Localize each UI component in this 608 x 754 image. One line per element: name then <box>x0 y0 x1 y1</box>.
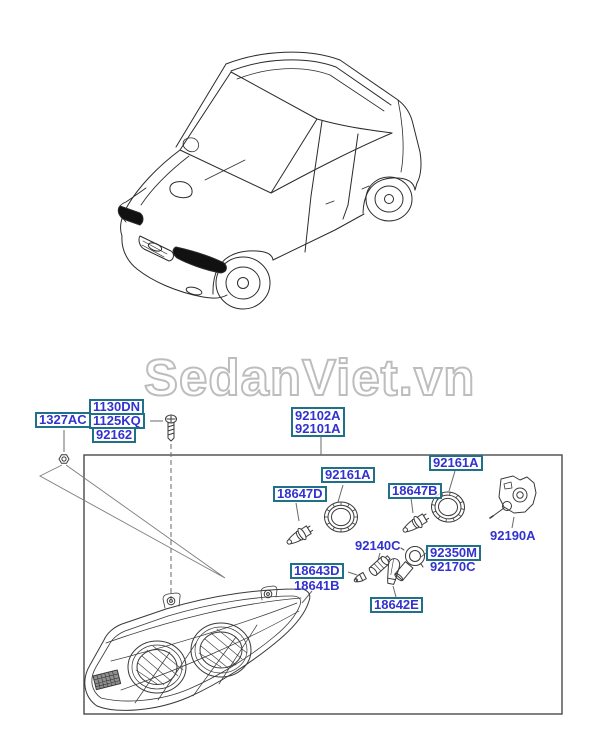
watermark: SedanViet.vn <box>143 348 476 407</box>
h7-bulb-right-icon <box>399 510 432 538</box>
headlamp-assembly-illustration <box>84 585 311 711</box>
part-link-1125KQ[interactable]: 1125KQ <box>89 413 145 429</box>
part-link-92102A-92101A[interactable]: 92102A 92101A <box>291 407 345 437</box>
highlighted-headlights <box>117 205 227 274</box>
h7-bulb-left-icon <box>283 522 316 550</box>
diagram-frame <box>83 454 563 715</box>
bolt-icon <box>165 414 177 442</box>
car-illustration <box>117 51 422 310</box>
dust-cap-left-icon <box>324 501 358 533</box>
small-bulb-18643d-icon <box>353 572 367 583</box>
leader-lines <box>39 420 515 604</box>
grille-icon <box>138 235 174 262</box>
nut-icon <box>58 454 70 464</box>
reflector-grid-texture <box>92 669 122 691</box>
part-link-92161A-left[interactable]: 92161A <box>321 467 375 483</box>
mounting-boss-icons <box>162 585 278 609</box>
bulb-socket-92140c-icon <box>368 555 391 576</box>
part-link-18643D[interactable]: 18643D <box>290 563 344 579</box>
part-link-92162[interactable]: 92162 <box>92 427 137 443</box>
part-number-92140C[interactable]: 92140C <box>355 538 401 553</box>
wedge-bulb-18642e-icon <box>387 558 401 585</box>
part-number-92102A[interactable]: 92102A <box>295 408 341 423</box>
part-number-18641B[interactable]: 18641B <box>294 578 340 593</box>
mirror-icon <box>169 137 199 199</box>
part-link-18642E[interactable]: 18642E <box>370 597 423 613</box>
part-link-1327AC[interactable]: 1327AC <box>35 412 91 428</box>
part-link-92350M[interactable]: 92350M <box>426 545 481 561</box>
part-number-92170C[interactable]: 92170C <box>430 559 476 574</box>
part-link-18647B[interactable]: 18647B <box>388 483 442 499</box>
part-number-92101A[interactable]: 92101A <box>295 421 341 436</box>
part-link-18647D[interactable]: 18647D <box>273 486 327 502</box>
headlamp-adjuster-92190a-icon <box>489 475 537 519</box>
part-number-92190A[interactable]: 92190A <box>490 528 536 543</box>
part-link-92161A-right[interactable]: 92161A <box>429 455 483 471</box>
